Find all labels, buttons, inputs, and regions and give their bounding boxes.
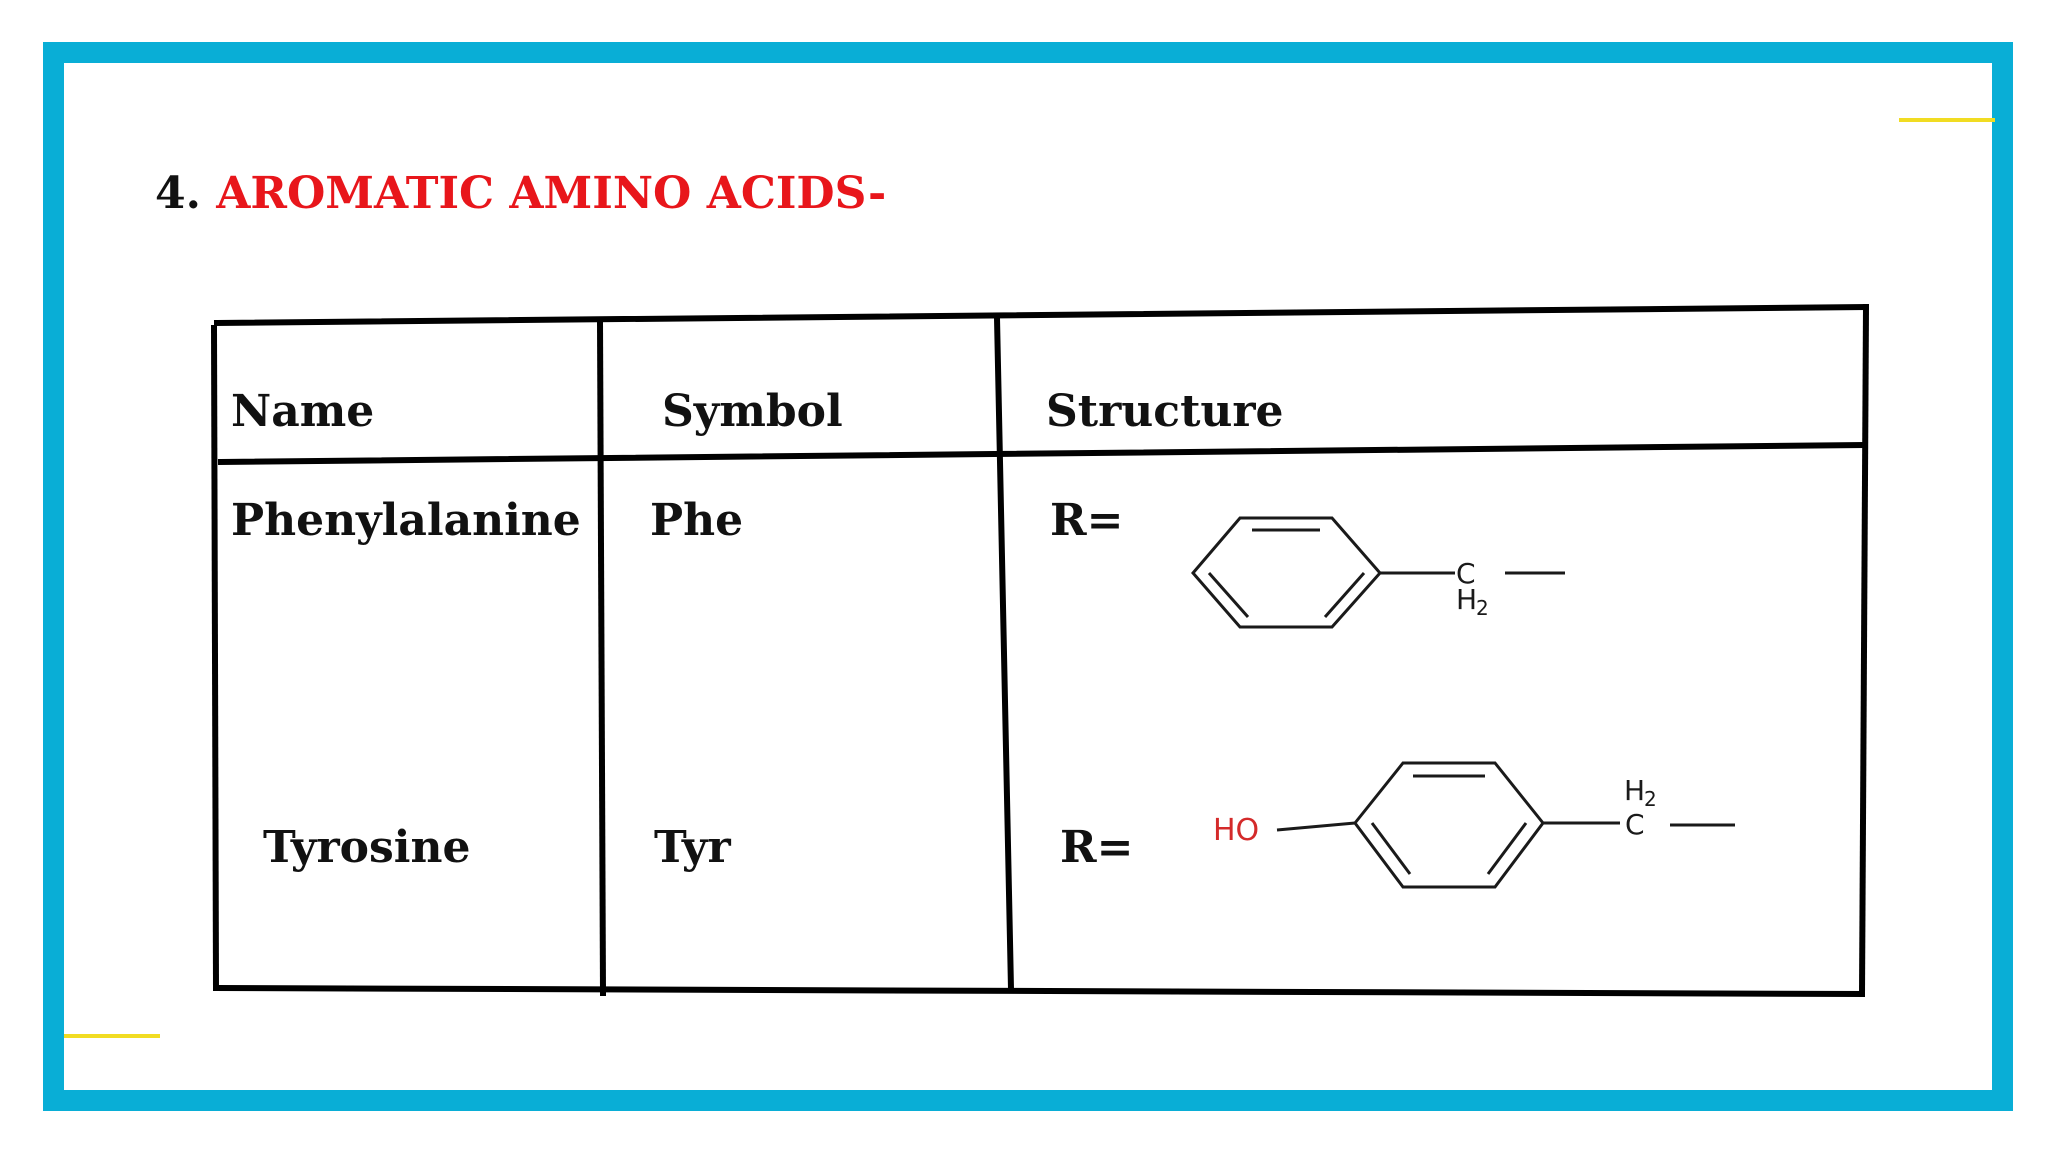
- slide-frame: [43, 42, 2013, 1111]
- tyr-hydrogen-label: H: [1624, 774, 1645, 807]
- hydroxyl-bond: [1276, 821, 1356, 832]
- header-divider: [217, 441, 1866, 466]
- table-bottom-border: [214, 984, 1866, 998]
- table-right-border: [1858, 303, 1870, 998]
- row-tyrosine-symbol: Tyr: [654, 822, 731, 873]
- slide-title: 4. AROMATIC AMINO ACIDS-: [155, 168, 886, 219]
- table-left-border: [210, 324, 220, 992]
- accent-line-bottom: [64, 1034, 160, 1038]
- title-heading: AROMATIC AMINO ACIDS-: [216, 168, 887, 219]
- tyr-carbon-label: C: [1625, 808, 1645, 841]
- tyr-subscript-label: 2: [1644, 787, 1657, 811]
- column-divider-1: [596, 318, 607, 997]
- table-top-border: [213, 303, 1869, 327]
- row-tyrosine-name: Tyrosine: [263, 822, 471, 873]
- row-tyrosine-r-label: R=: [1060, 822, 1134, 873]
- hydroxyl-label: HO: [1213, 813, 1259, 848]
- accent-line-top: [1899, 118, 1995, 122]
- phe-hydrogen-label: H: [1456, 583, 1477, 616]
- header-structure: Structure: [1046, 386, 1284, 437]
- title-number: 4.: [155, 168, 201, 219]
- row-phenylalanine-r-label: R=: [1050, 495, 1124, 546]
- phe-subscript-label: 2: [1476, 596, 1489, 620]
- phenol-ring: [1353, 761, 1545, 889]
- header-symbol: Symbol: [662, 386, 843, 437]
- header-name: Name: [231, 386, 375, 437]
- row-phenylalanine-name: Phenylalanine: [231, 495, 581, 546]
- column-divider-2: [993, 314, 1015, 993]
- phe-carbon-label: C: [1456, 557, 1476, 590]
- row-phenylalanine-symbol: Phe: [650, 495, 744, 546]
